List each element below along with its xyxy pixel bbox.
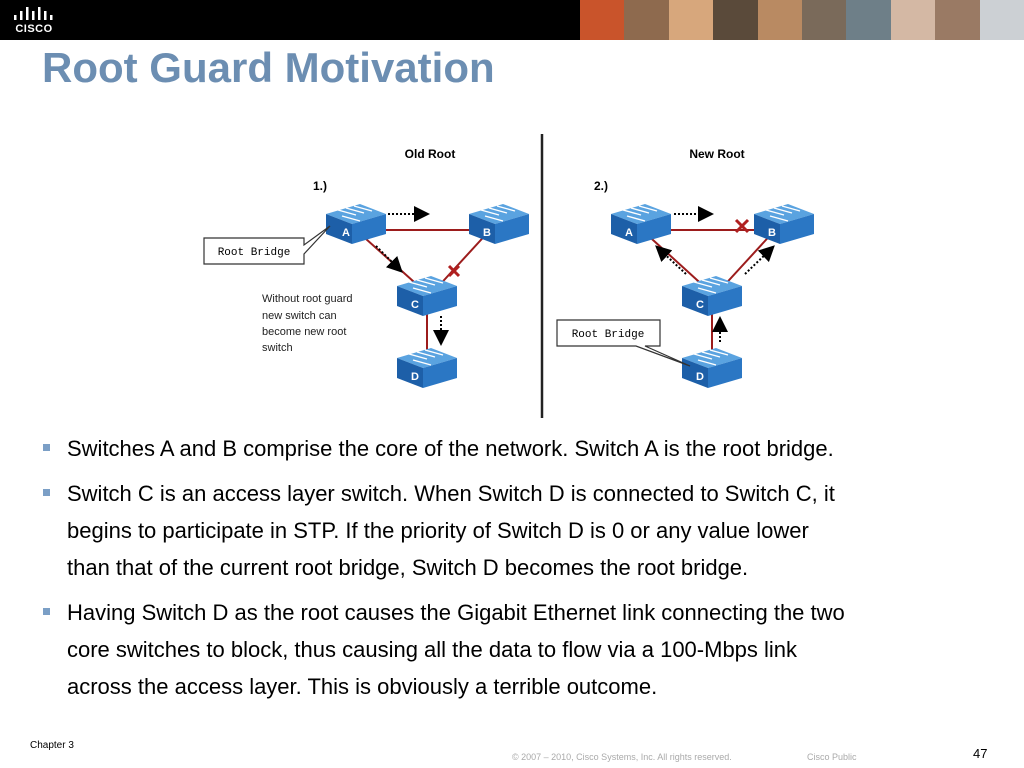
slide-title: Root Guard Motivation	[42, 44, 495, 91]
bullet-item: Having Switch D as the root causes the G…	[42, 594, 1002, 705]
root-bridge-callout-right: Root Bridge	[556, 319, 691, 367]
header-photo-tile	[668, 0, 714, 40]
cisco-logo: CISCO	[10, 6, 58, 36]
switch-b-right: B	[753, 203, 815, 245]
bullet-list: Switches A and B comprise the core of th…	[42, 430, 1002, 713]
switch-label: B	[768, 227, 776, 239]
header-photo-tile	[802, 0, 847, 40]
switch-label: B	[483, 227, 491, 239]
step-1-label: 1.)	[313, 179, 327, 193]
callout-text: Root Bridge	[218, 247, 291, 259]
header-photo-tile	[890, 0, 936, 40]
switch-b-left: B	[468, 203, 530, 245]
bpdu-arrow-c-b-right	[744, 245, 775, 275]
switch-label: C	[696, 299, 704, 311]
bullet-line: Having Switch D as the root causes the G…	[67, 600, 845, 625]
root-bridge-callout-left: Root Bridge	[203, 225, 331, 265]
bullet-marker	[43, 608, 50, 615]
bullet-item: Switch C is an access layer switch. When…	[42, 475, 1002, 586]
link-b-c	[434, 229, 491, 291]
cisco-logo-text: CISCO	[15, 23, 53, 35]
footer-chapter: Chapter 3	[30, 740, 74, 751]
header-bar: CISCO	[0, 0, 1024, 40]
blocked-port-x-right	[734, 218, 750, 234]
switch-a-right: A	[610, 203, 672, 245]
switch-label: A	[342, 227, 350, 239]
bpdu-arrow-c-a-right	[655, 245, 687, 275]
note-line: new switch can	[262, 310, 337, 322]
switch-d-left: D	[396, 347, 458, 389]
note-line: switch	[262, 342, 293, 354]
header-photo-strip	[580, 0, 1024, 40]
switch-d-right: D	[681, 347, 743, 389]
header-photo-tile	[935, 0, 980, 40]
switch-c-left: C	[396, 275, 458, 317]
footer-classification: Cisco Public	[807, 752, 857, 762]
callout-text: Root Bridge	[572, 329, 645, 341]
switch-label: D	[696, 371, 704, 383]
note-line: become new root	[262, 326, 346, 338]
bullet-line: core switches to block, thus causing all…	[67, 637, 798, 662]
switch-label: D	[411, 371, 419, 383]
cisco-bars-icon	[14, 7, 53, 20]
bullet-line: Switch C is an access layer switch. When…	[67, 481, 835, 506]
bullet-item: Switches A and B comprise the core of th…	[42, 430, 1002, 467]
switch-c-right: C	[681, 275, 743, 317]
bullet-line: across the access layer. This is obvious…	[67, 674, 658, 699]
root-guard-diagram: Old Root 1.) A B C D Root Bridge	[190, 130, 830, 422]
new-root-heading: New Root	[689, 147, 744, 161]
header-photo-tile	[757, 0, 803, 40]
switch-a-left: A	[325, 203, 387, 245]
blocked-port-x-left	[447, 264, 461, 278]
bullet-line: than that of the current root bridge, Sw…	[67, 555, 749, 580]
bullet-line: begins to participate in STP. If the pri…	[67, 518, 809, 543]
switch-label: A	[625, 227, 633, 239]
bpdu-arrow-a-c	[375, 245, 403, 273]
bullet-line: Switches A and B comprise the core of th…	[67, 436, 834, 461]
note-line: Without root guard	[262, 293, 353, 305]
header-photo-tile	[624, 0, 669, 40]
old-root-heading: Old Root	[405, 147, 456, 161]
diagram-svg: Old Root 1.) A B C D Root Bridge	[203, 134, 815, 418]
link-b-c-right	[719, 229, 776, 291]
link-a-c-right	[641, 229, 709, 291]
bullet-marker	[43, 489, 50, 496]
header-photo-tile	[713, 0, 758, 40]
header-photo-tile	[979, 0, 1024, 40]
header-photo-tile	[846, 0, 891, 40]
footer-copyright: © 2007 – 2010, Cisco Systems, Inc. All r…	[512, 752, 732, 762]
switch-label: C	[411, 299, 419, 311]
page-number: 47	[973, 746, 988, 761]
step-2-label: 2.)	[594, 179, 608, 193]
bullet-marker	[43, 444, 50, 451]
header-photo-tile	[580, 0, 625, 40]
root-guard-note: Without root guard new switch can become…	[262, 293, 356, 354]
